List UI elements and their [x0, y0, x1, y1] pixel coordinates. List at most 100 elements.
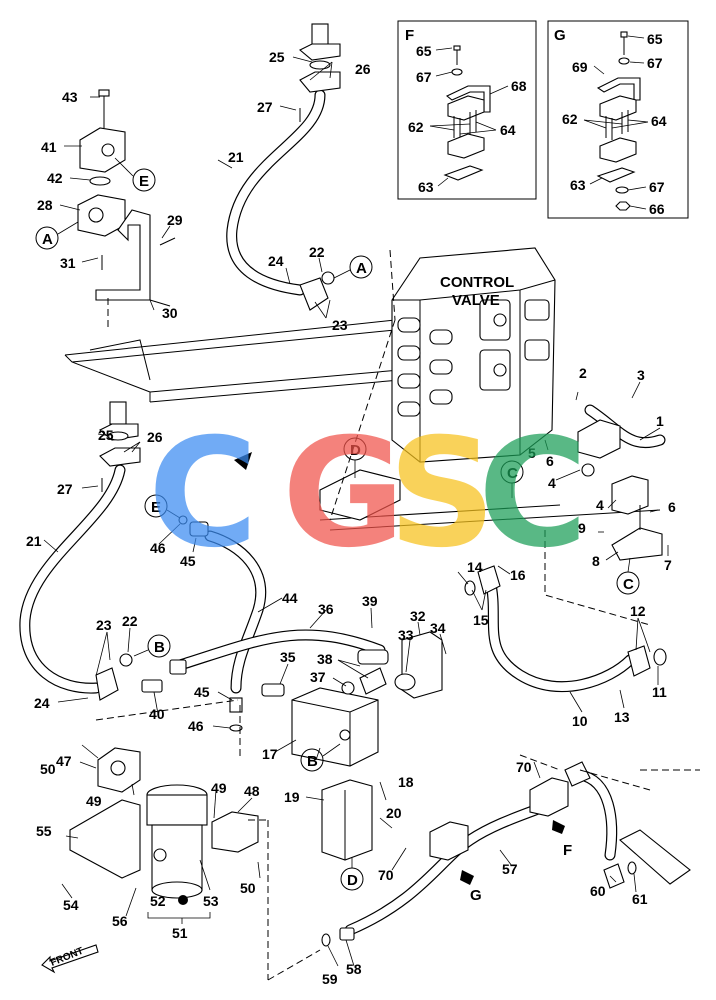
- leader-lines: [43, 35, 700, 981]
- part-67: 67: [416, 69, 432, 85]
- part-24-b: 24: [34, 695, 50, 711]
- watermark-letter-1: C: [148, 407, 258, 581]
- callout-b-mid[interactable]: B: [300, 743, 341, 772]
- part-28: 28: [37, 197, 53, 213]
- callout-c-right[interactable]: C: [616, 557, 640, 595]
- part-9: 9: [578, 520, 586, 536]
- detail-box-f: F: [397, 20, 537, 200]
- detail-g-title: G: [554, 27, 566, 44]
- watermark-letter-3: S: [388, 407, 496, 581]
- part-3: 3: [637, 367, 645, 383]
- callout-e-label-2: E: [151, 499, 161, 516]
- part-34: 34: [430, 620, 446, 636]
- part-number-labels: 43 41 42 28 29 31 30 25 26 27 21 24 22 2…: [26, 31, 676, 987]
- part-17: 17: [262, 746, 278, 762]
- part-6: 6: [546, 453, 554, 469]
- part-43: 43: [62, 89, 78, 105]
- view-marker-f: F: [563, 842, 572, 859]
- part-21: 21: [228, 149, 244, 165]
- detail-box-g: G: [547, 20, 689, 219]
- part-53: 53: [203, 893, 219, 909]
- part-64-g: 64: [651, 113, 667, 129]
- part-67-g: 67: [647, 55, 663, 71]
- callout-e-top[interactable]: E: [114, 157, 156, 192]
- part-45: 45: [180, 553, 196, 569]
- part-27-b: 27: [57, 481, 73, 497]
- part-70-b: 70: [516, 759, 532, 775]
- part-66: 66: [649, 201, 665, 217]
- callout-e-label: E: [139, 173, 149, 190]
- callout-c-label-2: C: [623, 576, 634, 593]
- part-60: 60: [590, 883, 606, 899]
- part-65: 65: [416, 43, 432, 59]
- part-5: 5: [528, 445, 536, 461]
- part-40: 40: [149, 706, 165, 722]
- part-19: 19: [284, 789, 300, 805]
- callout-c-top[interactable]: C: [500, 460, 524, 498]
- part-48: 48: [244, 783, 260, 799]
- part-26: 26: [355, 61, 371, 77]
- callout-b-left[interactable]: B: [133, 634, 171, 658]
- callout-b-label: B: [154, 639, 165, 656]
- part-56: 56: [112, 913, 128, 929]
- part-54: 54: [63, 897, 79, 913]
- part-7: 7: [664, 557, 672, 573]
- part-64: 64: [500, 122, 516, 138]
- control-valve-label-2: VALVE: [452, 292, 500, 309]
- watermark: C G S C: [148, 407, 588, 581]
- part-50: 50: [40, 761, 56, 777]
- part-68: 68: [511, 78, 527, 94]
- part-46: 46: [150, 540, 166, 556]
- part-22-b: 22: [122, 613, 138, 629]
- callout-c-label: C: [507, 465, 518, 482]
- part-31: 31: [60, 255, 76, 271]
- callout-d-label-2: D: [347, 872, 358, 889]
- part-70: 70: [378, 867, 394, 883]
- front-label: FRONT: [49, 946, 85, 969]
- part-39: 39: [362, 593, 378, 609]
- part-29: 29: [167, 212, 183, 228]
- part-13: 13: [614, 709, 630, 725]
- part-55: 55: [36, 823, 52, 839]
- callout-d-bottom[interactable]: D: [340, 858, 364, 891]
- part-58: 58: [346, 961, 362, 977]
- callout-a-left[interactable]: A: [35, 221, 79, 250]
- view-marker-g: G: [470, 887, 482, 904]
- part-20: 20: [386, 805, 402, 821]
- part-10: 10: [572, 713, 588, 729]
- part-50-b: 50: [240, 880, 256, 896]
- part-52: 52: [150, 893, 166, 909]
- part-41: 41: [41, 139, 57, 155]
- part-59: 59: [322, 971, 338, 987]
- part-61: 61: [632, 891, 648, 907]
- callout-e-mid[interactable]: E: [144, 494, 181, 519]
- part-21-b: 21: [26, 533, 42, 549]
- part-8: 8: [592, 553, 600, 569]
- callout-d-top[interactable]: D: [343, 437, 367, 478]
- part-16: 16: [510, 567, 526, 583]
- callout-a-label-2: A: [356, 260, 367, 277]
- part-1: 1: [656, 413, 664, 429]
- part-26-b: 26: [147, 429, 163, 445]
- main-frame: [64, 319, 661, 531]
- callout-b-label-2: B: [307, 753, 318, 770]
- part-69: 69: [572, 59, 588, 75]
- part-4-b: 4: [596, 497, 604, 513]
- part-36: 36: [318, 601, 334, 617]
- control-valve: CONTROL VALVE: [391, 247, 556, 463]
- part-38: 38: [317, 651, 333, 667]
- callout-a-right[interactable]: A: [333, 255, 373, 279]
- part-62-g: 62: [562, 111, 578, 127]
- part-14: 14: [467, 559, 483, 575]
- part-6-b: 6: [668, 499, 676, 515]
- detail-f-title: F: [405, 27, 414, 44]
- part-49-b: 49: [211, 780, 227, 796]
- part-18: 18: [398, 774, 414, 790]
- part-25: 25: [269, 49, 285, 65]
- part-57: 57: [502, 861, 518, 877]
- part-24: 24: [268, 253, 284, 269]
- part-45-b: 45: [194, 684, 210, 700]
- part-11: 11: [652, 684, 667, 700]
- watermark-letter-2: G: [282, 407, 405, 581]
